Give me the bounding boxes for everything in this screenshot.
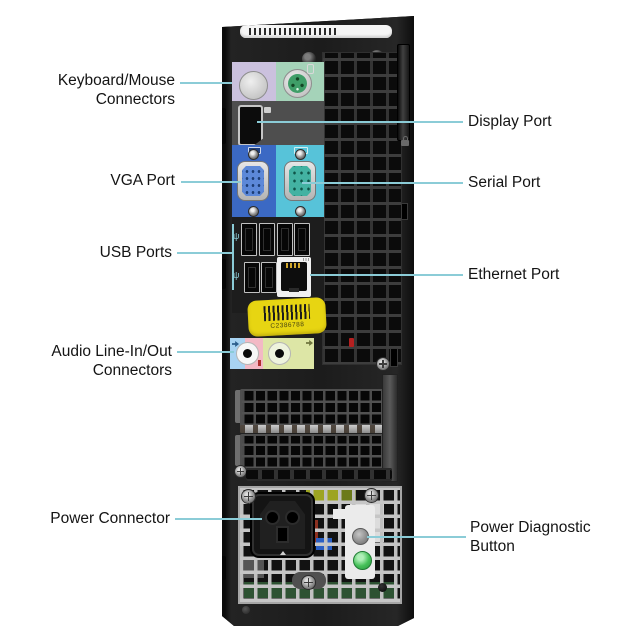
expansion-slot-cover xyxy=(240,434,387,471)
screw xyxy=(302,576,315,589)
screw xyxy=(242,490,255,503)
label-power-connector: Power Connector xyxy=(50,510,170,527)
slot-bracket xyxy=(235,435,242,466)
padlock-icon xyxy=(401,140,409,146)
sticker-code: C2386788 xyxy=(270,321,305,330)
serial-connector xyxy=(284,161,316,201)
screw xyxy=(295,206,306,217)
lower-vent-row xyxy=(246,468,392,481)
callout-line-keyboard-mouse xyxy=(180,82,232,84)
audio-line-out-jack xyxy=(268,342,291,365)
ethernet-port xyxy=(277,257,311,297)
usb-port xyxy=(259,223,275,256)
screw xyxy=(377,358,389,370)
usb-icon: ψ xyxy=(233,231,240,241)
usb-port xyxy=(261,262,277,293)
screw xyxy=(242,606,250,614)
mouse-icon xyxy=(307,64,314,74)
line-in-icon xyxy=(232,341,239,347)
internal-red-led xyxy=(349,338,354,347)
label-vga-port: VGA Port xyxy=(110,172,175,189)
usb-port xyxy=(277,223,293,256)
security-slot xyxy=(402,204,407,219)
callout-line-ethernet xyxy=(310,274,463,276)
label-serial-port: Serial Port xyxy=(468,174,541,191)
edge-tab xyxy=(219,108,226,144)
power-diagnostic-led xyxy=(353,551,372,570)
screw xyxy=(235,466,246,477)
label-usb-ports: USB Ports xyxy=(99,244,172,261)
callout-line-usb xyxy=(177,252,233,254)
usb-port xyxy=(244,262,260,293)
sticker-barcode xyxy=(263,304,310,321)
computer-rear-panel: ψ ψ C2386788 xyxy=(222,16,414,626)
ps2-keyboard-port xyxy=(239,71,268,100)
case-latch xyxy=(397,44,410,141)
power-pin xyxy=(287,512,298,523)
label-audio-connectors: Audio Line-In/Out Connectors xyxy=(51,343,172,379)
screw xyxy=(295,149,306,160)
label-keyboard-mouse-connectors: Keyboard/Mouse Connectors xyxy=(57,72,175,108)
callout-line-serial xyxy=(302,182,463,184)
slot-retention-bar xyxy=(382,374,398,482)
top-barcode-strip xyxy=(240,25,392,38)
vent-grille xyxy=(322,52,402,365)
callout-line-vga xyxy=(181,181,241,183)
callout-line-audio xyxy=(177,351,234,353)
power-inlet-face xyxy=(260,501,305,549)
network-icon xyxy=(303,258,309,261)
expansion-slot-cover xyxy=(240,389,387,428)
slot-bracket xyxy=(235,390,242,423)
service-tag-sticker: C2386788 xyxy=(247,297,327,337)
usb-icon: ψ xyxy=(233,270,240,280)
line-out-icon xyxy=(306,340,313,346)
edge-tab xyxy=(219,259,226,289)
rj45-jack xyxy=(281,262,307,291)
label-display-port: Display Port xyxy=(468,113,552,130)
barcode-marks xyxy=(249,28,337,35)
callout-bracket-usb xyxy=(232,224,234,290)
vga-connector xyxy=(237,161,269,201)
callout-line-power-diagnostic xyxy=(367,536,466,538)
audio-line-in-jack xyxy=(236,342,259,365)
screw xyxy=(365,489,378,502)
screw xyxy=(248,206,259,217)
label-power-diagnostic-button: Power Diagnostic Button xyxy=(470,519,591,555)
displayport-connector xyxy=(238,105,263,146)
callout-line-power xyxy=(175,518,262,520)
card-edge-strip xyxy=(240,425,383,433)
screw xyxy=(248,149,259,160)
displayport-icon xyxy=(264,107,271,113)
inlet-marking xyxy=(280,551,286,555)
power-pin xyxy=(278,528,287,541)
label-ethernet-port: Ethernet Port xyxy=(468,266,560,283)
security-slot xyxy=(391,349,397,366)
usb-port xyxy=(241,223,257,256)
power-pin xyxy=(267,512,278,523)
power-inlet-c14 xyxy=(252,494,313,556)
audio-marking xyxy=(258,360,261,366)
screw xyxy=(378,583,387,592)
ps2-mouse-port xyxy=(283,69,312,98)
edge-tab xyxy=(219,556,226,580)
usb-port xyxy=(294,223,310,256)
callout-line-display-port xyxy=(257,121,463,123)
